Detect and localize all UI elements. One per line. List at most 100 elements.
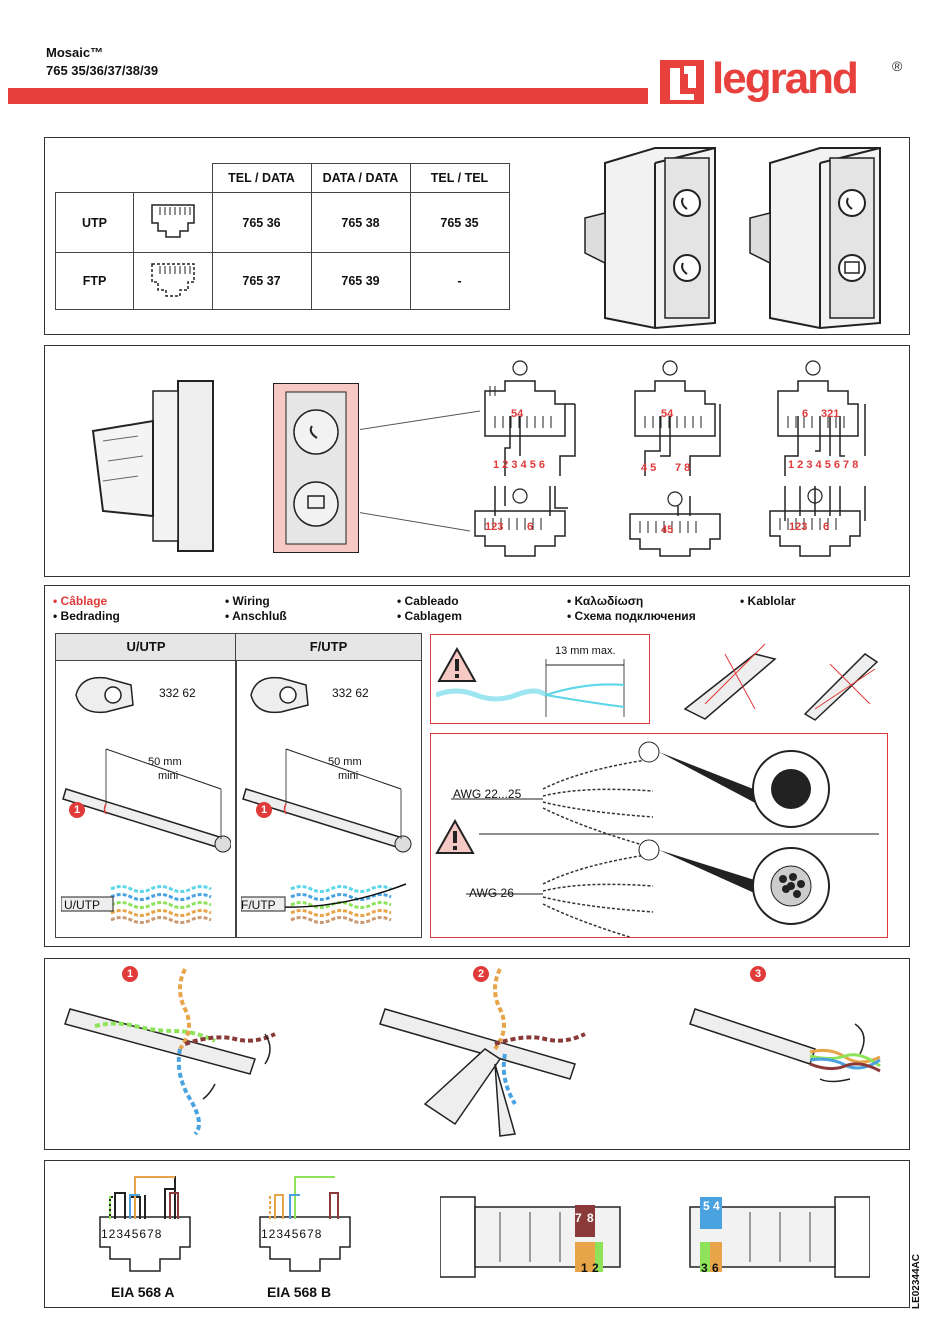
rj45-ftp-icon bbox=[133, 252, 213, 310]
futp-strip-length: 50 mm bbox=[328, 756, 362, 768]
pin-label-top-4: 321 bbox=[821, 408, 840, 420]
uutp-strip-mini: mini bbox=[158, 770, 179, 782]
product-references: 765 35/36/37/38/39 bbox=[46, 63, 159, 78]
legrand-logo: legrand ® bbox=[660, 54, 910, 108]
module-left-label-1: 1 bbox=[581, 1261, 588, 1275]
futp-step-badge: 1 bbox=[256, 802, 272, 818]
cable-prep-panel: • Câblage • Bedrading • Wiring • Anschlu… bbox=[44, 585, 910, 947]
registered-mark: ® bbox=[892, 58, 903, 74]
steps-panel: 1 2 3 bbox=[44, 958, 910, 1150]
pinout-socket-6 bbox=[769, 510, 861, 557]
row-type-ftp: FTP bbox=[55, 252, 134, 310]
futp-box: F/UTP 332 62 50 mm mini 1 F/UTP bbox=[235, 633, 422, 938]
lang-pt: • Cablagem bbox=[397, 609, 462, 623]
legrand-logo-icon bbox=[660, 60, 704, 104]
module-top-view-right-icon bbox=[689, 1196, 870, 1278]
pin-label-top-2: 54 bbox=[661, 408, 674, 420]
standards-panel: 12345678 EIA 568 A 12345678 EIA 568 B 7 … bbox=[44, 1160, 910, 1308]
eia-568b-socket-icon bbox=[259, 1176, 351, 1272]
uutp-cable-illustration bbox=[62, 748, 231, 853]
futp-title: F/UTP bbox=[236, 634, 421, 661]
lang-ru: • Схема подключения bbox=[567, 609, 696, 623]
row-type-utp: UTP bbox=[55, 192, 134, 253]
untwist-illustration bbox=[436, 659, 625, 717]
module-right-label-4: 4 bbox=[713, 1199, 720, 1213]
pinout-socket-2 bbox=[634, 380, 716, 437]
awg-warning-box: AWG 22...25 AWG 26 bbox=[430, 733, 888, 938]
pin-label-top-3: 6 bbox=[802, 408, 809, 420]
computer-symbol-icon-3 bbox=[807, 488, 823, 504]
eia-568b-pins: 12345678 bbox=[261, 1227, 323, 1241]
futp-pairs-illustration bbox=[241, 883, 407, 924]
uutp-tool-ref: 332 62 bbox=[159, 686, 196, 700]
lang-tr: • Kablolar bbox=[740, 594, 796, 608]
col-header-data-data: DATA / DATA bbox=[310, 163, 411, 193]
warning-icon-2 bbox=[435, 819, 475, 854]
cell-utp-tel-data: 765 36 bbox=[211, 192, 312, 253]
document-code: LE02344AC bbox=[911, 1254, 922, 1310]
untwist-max-label: 13 mm max. bbox=[555, 645, 616, 657]
phone-symbol-icon-3 bbox=[667, 491, 683, 507]
pin-label-mid-2: 4 5 bbox=[641, 462, 657, 474]
uutp-box: U/UTP 332 62 50 mm mini 1 U/UTP bbox=[55, 633, 237, 938]
warning-icon bbox=[437, 647, 477, 682]
eia-568a-label: EIA 568 A bbox=[111, 1284, 175, 1300]
cell-utp-data-data: 765 38 bbox=[310, 192, 411, 253]
socket-products-illustration bbox=[584, 147, 881, 330]
product-name: Mosaic™ bbox=[46, 45, 104, 60]
forbidden-tools-illustration bbox=[683, 643, 879, 721]
uutp-step-badge: 1 bbox=[69, 802, 85, 818]
eia-568a-pins: 12345678 bbox=[101, 1227, 163, 1241]
pinout-socket-1 bbox=[484, 380, 566, 437]
header-bar bbox=[8, 88, 648, 104]
awg-26-label: AWG 26 bbox=[469, 886, 514, 900]
module-left-label-7: 7 bbox=[575, 1211, 582, 1225]
module-right-label-6: 6 bbox=[712, 1261, 719, 1275]
awg-22-25-label: AWG 22...25 bbox=[453, 787, 522, 801]
lang-nl: • Bedrading bbox=[53, 609, 120, 623]
module-right-label-5: 5 bbox=[703, 1199, 710, 1213]
module-left-label-8: 8 bbox=[587, 1211, 594, 1225]
phone-symbol-icon bbox=[512, 360, 528, 376]
logo-wordmark: legrand bbox=[712, 54, 859, 103]
futp-cable-label: F/UTP bbox=[241, 898, 276, 912]
socket-tel-data-icon bbox=[584, 147, 716, 330]
cell-utp-tel-tel: 765 35 bbox=[409, 192, 510, 253]
col-header-tel-data: TEL / DATA bbox=[211, 163, 312, 193]
module-side-view-icon bbox=[91, 380, 214, 552]
uutp-cable-label: U/UTP bbox=[64, 898, 100, 912]
stripping-tool-icon bbox=[75, 676, 134, 714]
rj45-utp-icon bbox=[133, 192, 213, 253]
computer-symbol-icon-2 bbox=[512, 488, 528, 504]
module-right-label-3: 3 bbox=[701, 1261, 708, 1275]
futp-strip-mini: mini bbox=[338, 770, 359, 782]
pinout-socket-5 bbox=[629, 513, 721, 557]
pin-label-low-4: 123 bbox=[789, 521, 808, 533]
uutp-strip-length: 50 mm bbox=[148, 756, 182, 768]
eia-568a-socket-icon bbox=[99, 1176, 191, 1272]
pin-label-low-1: 123 bbox=[485, 521, 504, 533]
cell-ftp-tel-tel: - bbox=[409, 252, 510, 310]
pinout-schematics bbox=[360, 360, 866, 557]
stripping-tool-icon-2 bbox=[250, 676, 309, 714]
pin-label-low-2: 6 bbox=[527, 521, 534, 533]
pinout-socket-4 bbox=[474, 510, 566, 557]
pin-label-mid-3: 7 8 bbox=[675, 462, 691, 474]
uutp-pairs-illustration bbox=[61, 885, 212, 924]
eia-568b-label: EIA 568 B bbox=[267, 1284, 332, 1300]
futp-cable-illustration bbox=[242, 748, 412, 853]
lang-el: • Καλωδίωση bbox=[567, 594, 644, 608]
socket-data-data-icon bbox=[749, 147, 881, 330]
module-top-view-left-icon bbox=[440, 1196, 621, 1278]
untwist-warning-box: 13 mm max. bbox=[430, 634, 650, 724]
pin-label-mid-4: 1 2 3 4 5 6 7 8 bbox=[788, 459, 859, 471]
computer-symbol-icon bbox=[805, 360, 821, 376]
cell-ftp-data-data: 765 39 bbox=[310, 252, 411, 310]
pin-label-top-1: 54 bbox=[511, 408, 524, 420]
pinout-panel: 54 54 6 321 1 2 3 4 5 6 4 5 7 8 1 2 3 4 … bbox=[44, 345, 910, 577]
cell-ftp-tel-data: 765 37 bbox=[211, 252, 312, 310]
lang-es: • Cableado bbox=[397, 594, 459, 608]
pin-label-mid-1: 1 2 3 4 5 6 bbox=[493, 459, 545, 471]
futp-tool-ref: 332 62 bbox=[332, 686, 369, 700]
col-header-tel-tel: TEL / TEL bbox=[409, 163, 510, 193]
